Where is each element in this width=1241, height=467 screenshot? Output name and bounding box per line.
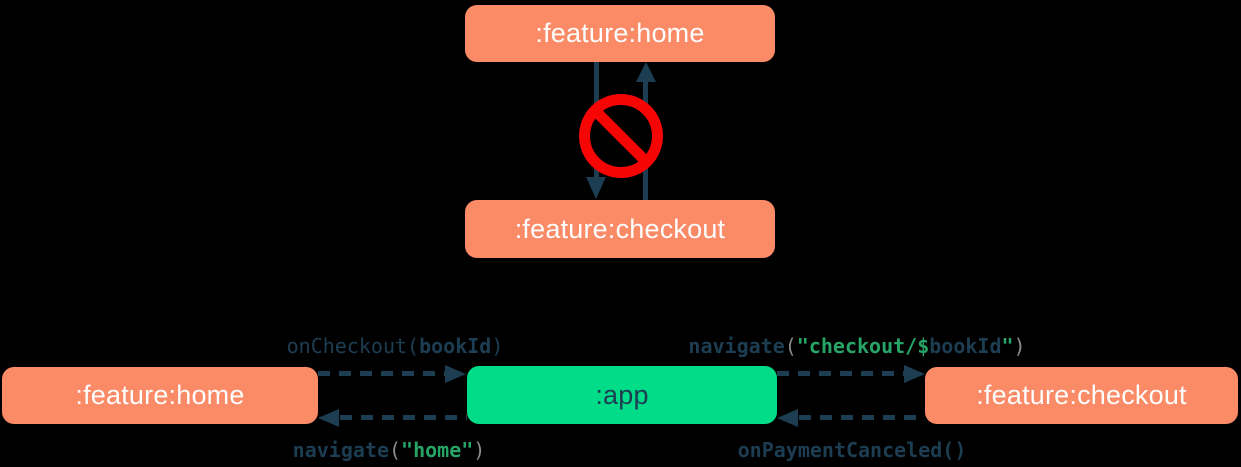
arrow-right-icon [904,364,925,383]
module-label: :feature:home [75,380,245,410]
module-label: :feature:checkout [976,380,1187,410]
module-box-feature-home-top: :feature:home [465,5,775,62]
edge-label-navigate-checkout: navigate("checkout/$bookId") [688,334,1025,358]
arrow-left-icon [777,408,798,427]
edge-home-to-app-line [318,371,445,376]
arrow-down-icon [586,177,606,199]
no-entry-icon [579,94,663,178]
code-segment: ) [491,334,504,358]
no-entry-slash [593,108,649,164]
code-segment: ) [473,438,486,462]
edge-app-to-home-line [340,415,467,420]
edge-label-navigate-home: navigate("home") [293,438,486,462]
code-segment: "home" [401,438,474,462]
code-segment: "checkout/$ [796,334,930,358]
module-label: :feature:checkout [514,213,726,244]
edge-label-oncheckout: onCheckout(bookId) [287,334,504,358]
module-box-feature-home: :feature:home [2,367,318,424]
code-segment: bookId [929,334,1002,358]
module-label: :feature:home [535,18,705,48]
arrow-up-icon [636,62,656,82]
edge-app-to-checkout-line [777,371,904,376]
module-label: :app [595,379,649,410]
code-segment: onCheckout( [286,334,420,358]
module-box-feature-checkout: :feature:checkout [925,367,1238,424]
code-segment: ) [1013,334,1026,358]
arrow-left-icon [318,408,339,427]
edge-checkout-to-app-line [799,415,925,420]
module-box-app: :app [467,366,777,424]
code-segment: onPaymentCanceled() [737,438,967,462]
edge-label-onpaymentcanceled: onPaymentCanceled() [738,438,967,462]
arrow-right-icon [445,364,466,383]
code-segment: bookId [419,334,492,358]
code-segment: ( [388,438,402,462]
code-segment: navigate [688,334,785,358]
code-segment: " [1001,334,1014,358]
code-segment: navigate [292,438,389,462]
module-box-feature-checkout-top: :feature:checkout [465,200,775,258]
code-segment: ( [784,334,797,358]
